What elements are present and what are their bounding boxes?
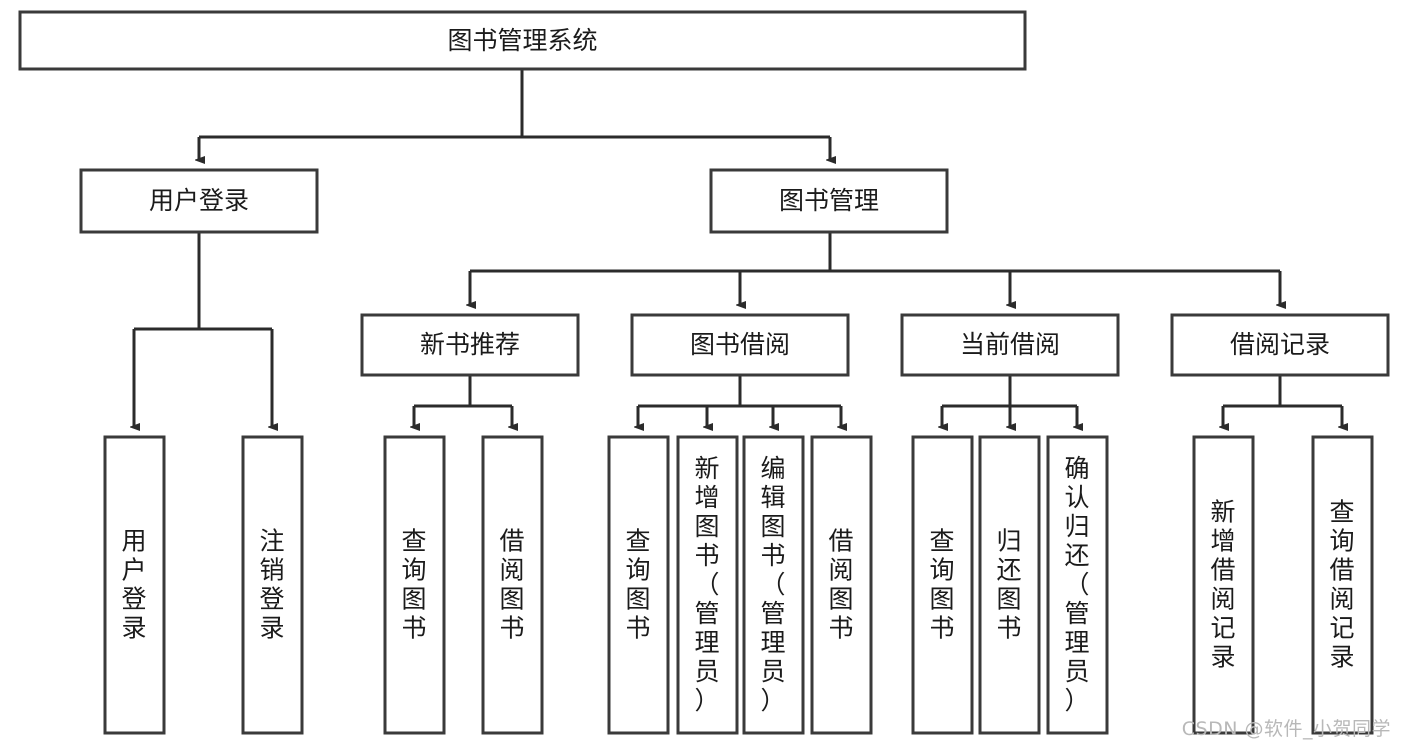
node-book-manage-label: 图书管理 (779, 186, 879, 215)
node-book-borrow-label: 图书借阅 (690, 330, 790, 359)
node-leaf-query-record-box[interactable] (1311, 435, 1374, 735)
node-leaf-confirm-return[interactable]: 确认归还（管理员） (1046, 435, 1109, 735)
node-leaf-query-book-borrow[interactable]: 查询图书 (607, 435, 670, 735)
node-leaf-query-book-borrow-box[interactable] (607, 435, 670, 735)
node-leaf-confirm-return-label: 确认归还（管理员） (1064, 454, 1089, 715)
node-borrow-record-box[interactable] (1170, 313, 1390, 377)
node-current-borrow[interactable]: 当前借阅 (900, 313, 1120, 377)
node-user-login-box[interactable] (79, 168, 319, 234)
node-borrow-record[interactable]: 借阅记录 (1170, 313, 1390, 377)
node-root-box[interactable] (18, 10, 1027, 71)
node-leaf-edit-book-box[interactable] (742, 435, 805, 735)
node-leaf-borrow-book-rec-box[interactable] (481, 435, 544, 735)
node-leaf-user-login[interactable]: 用户登录 (103, 435, 166, 735)
edges-layer (134, 69, 1342, 427)
node-user-login-label: 用户登录 (149, 186, 249, 215)
node-leaf-query-book-current-label: 查询图书 (929, 527, 954, 643)
node-leaf-add-book-box[interactable] (676, 435, 739, 735)
node-leaf-query-book-borrow-label: 查询图书 (625, 527, 650, 643)
node-leaf-return-book-box[interactable] (978, 435, 1041, 735)
node-leaf-user-login-box[interactable] (103, 435, 166, 735)
node-leaf-return-book-label: 归还图书 (996, 527, 1021, 643)
node-new-book-rec[interactable]: 新书推荐 (360, 313, 580, 377)
node-root-label: 图书管理系统 (447, 26, 597, 55)
node-leaf-borrow-book-rec-label: 借阅图书 (499, 527, 524, 643)
node-leaf-query-book-current-box[interactable] (911, 435, 974, 735)
node-borrow-record-label: 借阅记录 (1230, 330, 1330, 359)
node-book-borrow-box[interactable] (630, 313, 850, 377)
node-leaf-edit-book[interactable]: 编辑图书（管理员） (742, 435, 805, 735)
csdn-watermark: CSDN @软件_小贺同学 (1181, 718, 1391, 740)
node-leaf-confirm-return-box[interactable] (1046, 435, 1109, 735)
node-current-borrow-label: 当前借阅 (960, 330, 1060, 359)
node-user-login[interactable]: 用户登录 (79, 168, 319, 234)
node-leaf-borrow-book-label: 借阅图书 (828, 527, 853, 643)
node-leaf-return-book[interactable]: 归还图书 (978, 435, 1041, 735)
node-leaf-query-book-rec-label: 查询图书 (401, 527, 426, 643)
node-new-book-rec-box[interactable] (360, 313, 580, 377)
node-leaf-add-record-box[interactable] (1192, 435, 1255, 735)
node-leaf-logout-box[interactable] (241, 435, 304, 735)
node-leaf-logout-label: 注销登录 (259, 527, 284, 643)
node-leaf-query-record[interactable]: 查询借阅记录 (1311, 435, 1374, 735)
node-current-borrow-box[interactable] (900, 313, 1120, 377)
node-leaf-query-book-current[interactable]: 查询图书 (911, 435, 974, 735)
node-leaf-borrow-book[interactable]: 借阅图书 (810, 435, 873, 735)
node-leaf-logout[interactable]: 注销登录 (241, 435, 304, 735)
node-leaf-add-record[interactable]: 新增借阅记录 (1192, 435, 1255, 735)
node-leaf-user-login-label: 用户登录 (121, 527, 146, 643)
node-root[interactable]: 图书管理系统 (18, 10, 1027, 71)
node-leaf-borrow-book-rec[interactable]: 借阅图书 (481, 435, 544, 735)
nodes-layer: 图书管理系统 用户登录 图书管理 新书推荐 图书借阅 当前借阅 借阅记录 (18, 10, 1390, 735)
node-leaf-add-book-label: 新增图书（管理员） (694, 454, 719, 715)
node-book-manage-box[interactable] (709, 168, 949, 234)
node-leaf-add-book[interactable]: 新增图书（管理员） (676, 435, 739, 735)
node-leaf-query-book-rec-box[interactable] (383, 435, 446, 735)
node-book-borrow[interactable]: 图书借阅 (630, 313, 850, 377)
node-leaf-query-book-rec[interactable]: 查询图书 (383, 435, 446, 735)
node-leaf-borrow-book-box[interactable] (810, 435, 873, 735)
node-book-manage[interactable]: 图书管理 (709, 168, 949, 234)
node-new-book-rec-label: 新书推荐 (420, 330, 520, 359)
node-leaf-add-record-label: 新增借阅记录 (1210, 498, 1235, 672)
node-leaf-edit-book-label: 编辑图书（管理员） (760, 454, 785, 715)
node-leaf-query-record-label: 查询借阅记录 (1329, 498, 1354, 672)
